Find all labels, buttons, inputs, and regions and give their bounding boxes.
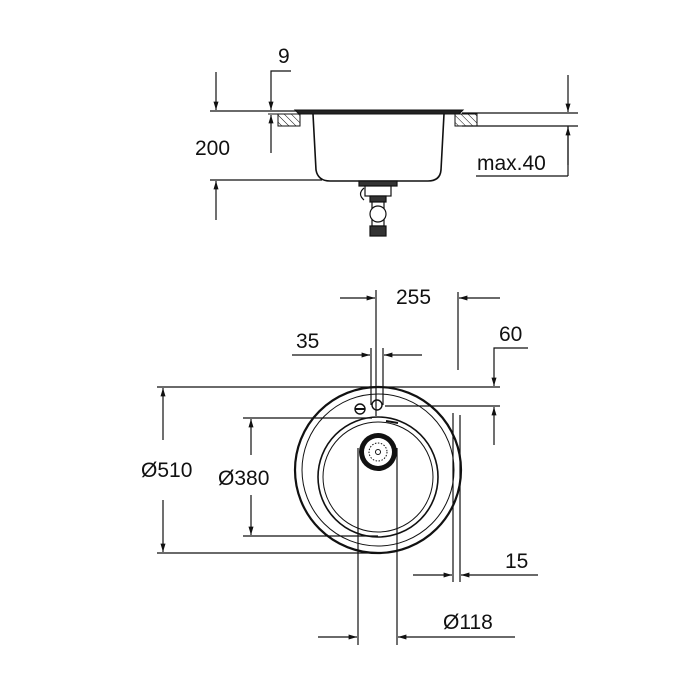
rim-thickness-leader: [268, 70, 291, 110]
countertop-max-label: max.40: [477, 152, 546, 175]
sink-bowl: [312, 113, 445, 182]
sink-rim-inner: [301, 393, 455, 547]
sink-outer-edge: [293, 385, 463, 555]
drain-strainer-icon: [359, 433, 397, 471]
countertop-section-right: [454, 113, 478, 127]
overflow-slot: [385, 420, 399, 424]
rim-thickness-label: 9: [278, 45, 290, 68]
tap-edge-label: 60: [499, 323, 522, 346]
outer-diameter-label: Ø510: [141, 459, 192, 482]
tap-offset-label: 255: [396, 286, 431, 309]
countertop-section-left: [277, 113, 301, 127]
total-depth-label: 200: [195, 137, 230, 160]
plan-view: [157, 290, 538, 645]
side-view: [210, 70, 578, 237]
tap-diameter-label: 35: [296, 330, 319, 353]
bowl-edge: [317, 416, 439, 538]
tap-edge-leader: [491, 347, 528, 386]
sink-rim: [293, 109, 465, 115]
drain-diameter-label: Ø118: [443, 611, 493, 634]
bowl-diameter-label: Ø380: [218, 467, 269, 490]
bowl-inner-edge: [322, 421, 434, 533]
drain-fitting: [358, 180, 398, 237]
tap-hole-icon: [371, 399, 383, 411]
rim-width-label: 15: [505, 550, 528, 573]
